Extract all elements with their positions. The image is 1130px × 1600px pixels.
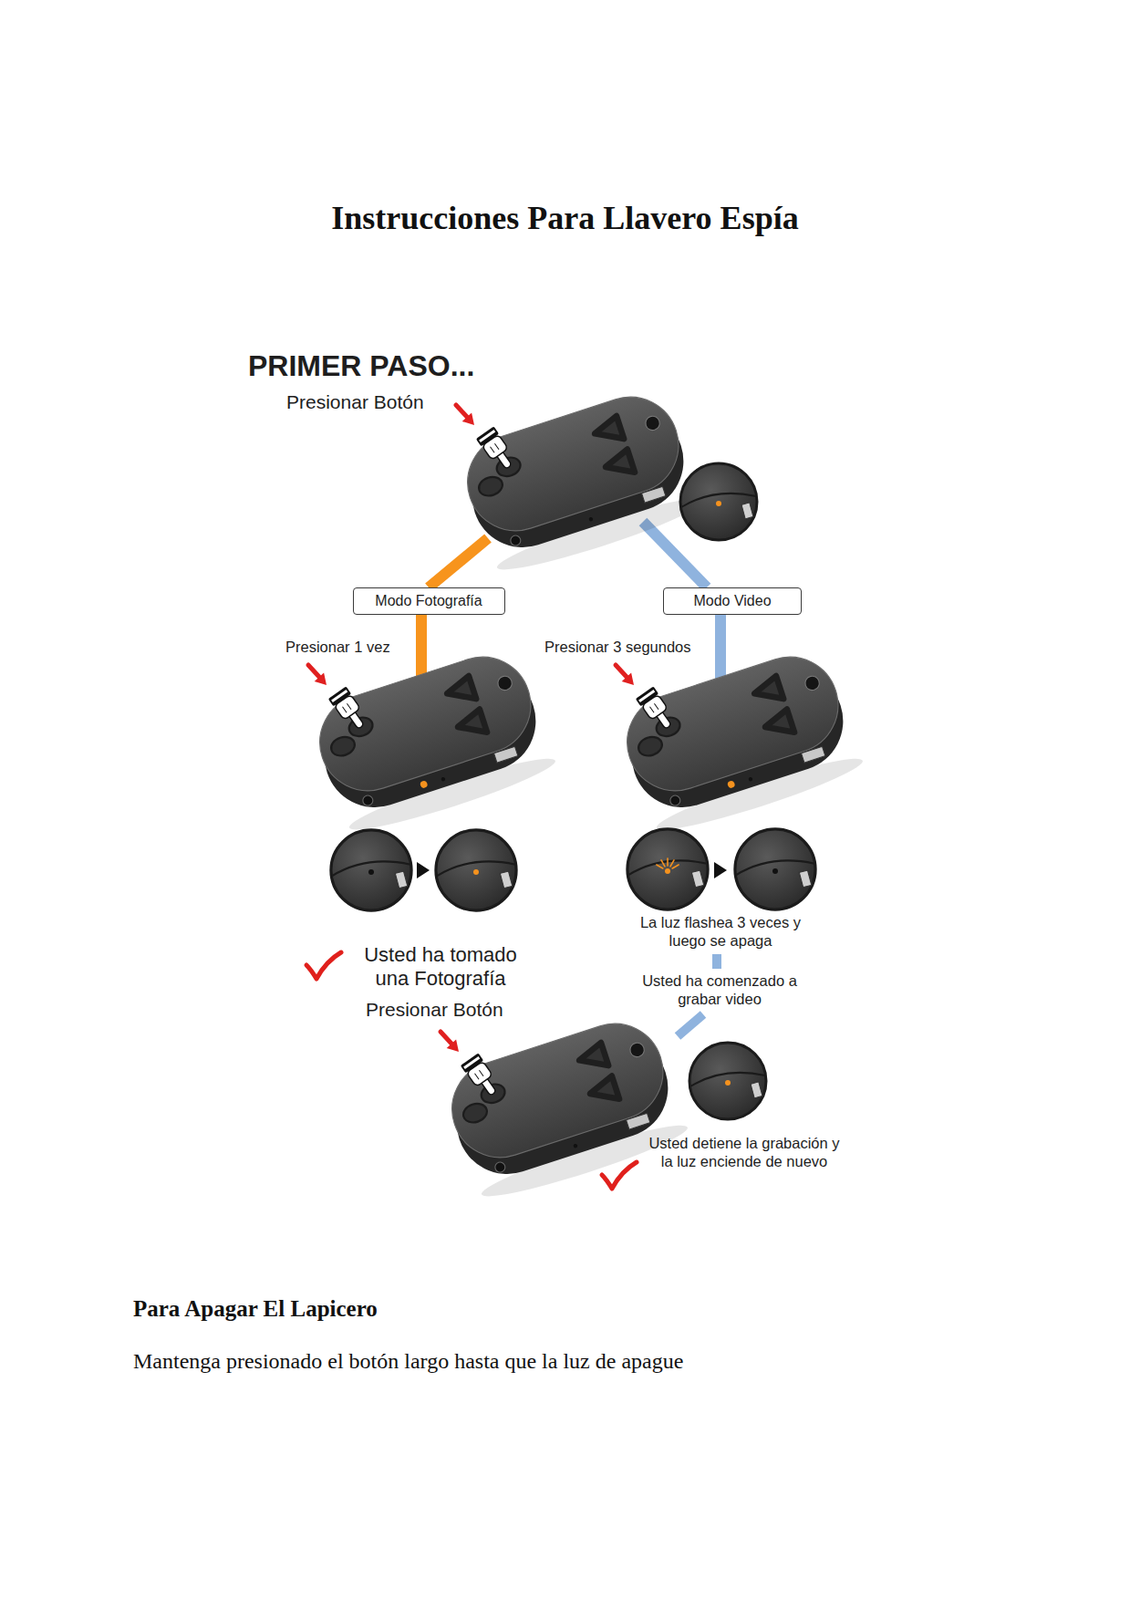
page-title: Instrucciones Para Llavero Espía [0, 198, 1130, 238]
keychain-camera [614, 642, 867, 840]
mode-box: Modo Fotografía [352, 587, 506, 615]
check-mark [601, 1161, 637, 1189]
instruction-label: Presionar Botón [365, 997, 504, 1021]
led-light [473, 869, 479, 875]
sequence-arrow [416, 861, 430, 879]
led-light [715, 500, 722, 507]
video-band [677, 1014, 704, 1037]
result-note: La luz flashea 3 veces y luego se apaga [620, 913, 821, 951]
check-mark [306, 952, 342, 979]
photo-band [428, 538, 488, 588]
instruction-label: Presionar Botón [286, 390, 425, 414]
keychain-camera [307, 642, 560, 840]
keychain-camera [439, 1009, 692, 1207]
sequence-arrow [714, 861, 727, 879]
result-note: Usted ha comenzado a grabar video [628, 972, 811, 1009]
instruction-label: Presionar 1 vez [285, 638, 391, 657]
pointing-hand [308, 664, 371, 734]
led-zoom [680, 463, 757, 540]
led-light [664, 868, 671, 874]
mode-box: Modo Video [663, 587, 802, 615]
pointing-hand [456, 404, 519, 474]
step-heading: PRIMER PASO... [248, 348, 475, 384]
led-zoom [627, 829, 708, 910]
led-light [772, 868, 778, 874]
instruction-label: Presionar 3 segundos [544, 638, 692, 657]
led-light [725, 1079, 731, 1086]
keychain-camera [455, 383, 707, 581]
result-note: Usted ha tomado una Fotografía [349, 943, 532, 992]
box-label: Modo Fotografía [374, 591, 482, 610]
flash-burst [656, 858, 679, 869]
box-label: Modo Video [693, 591, 771, 610]
led-zoom [435, 829, 517, 911]
section-heading: Para Apagar El Lapicero [133, 1295, 378, 1323]
video-band [712, 953, 722, 969]
result-note: Usted detiene la grabación y la luz enci… [641, 1134, 848, 1172]
led-zoom [331, 829, 412, 911]
pointing-hand [615, 664, 678, 734]
led-light [368, 869, 374, 875]
video-band [715, 614, 726, 686]
pointing-hand [440, 1031, 503, 1100]
led-zoom [689, 1042, 767, 1120]
body-text: Mantenga presionado el botón largo hasta… [133, 1347, 684, 1375]
led-zoom [735, 829, 816, 910]
